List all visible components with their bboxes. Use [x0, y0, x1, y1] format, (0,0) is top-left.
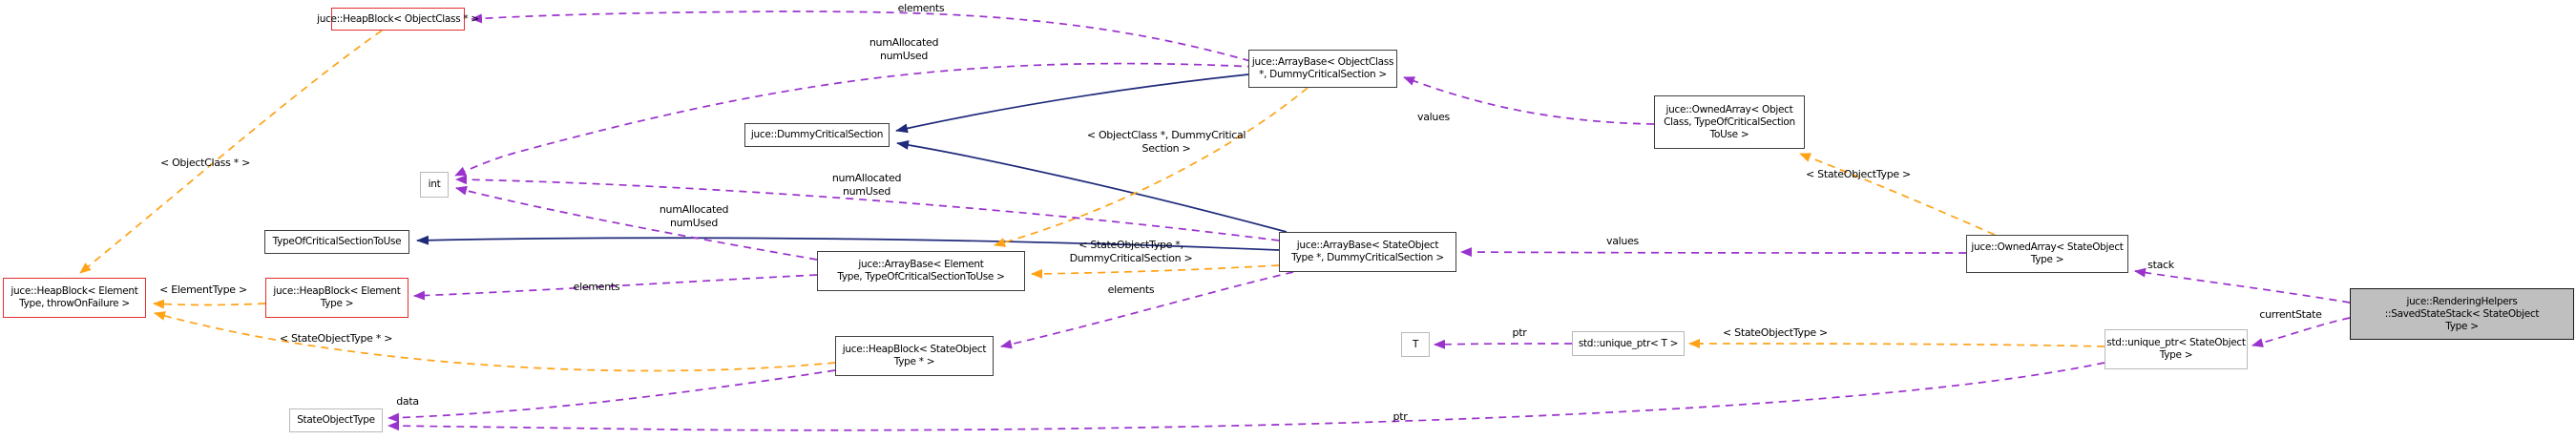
edge-arraybase-objectclass-to-heapblock-objectclass [471, 10, 1251, 62]
edge-heapblock-stateobjecttype-ptr-to-heapblock-elementtype-throwonfailure [154, 311, 836, 372]
edge-arraybase-stateobjecttype-to-arraybase-elementtype [1031, 264, 1280, 279]
class-node-label: Type *, DummyCriticalSection > [1291, 252, 1444, 263]
edge-label: < ElementType > [159, 283, 247, 296]
edge-arraybase-stateobjecttype-to-dummycriticalsection [896, 139, 1288, 233]
class-node-label: juce::ArrayBase< ObjectClass [1251, 56, 1394, 68]
class-node-label: juce::OwnedArray< Object [1665, 103, 1793, 115]
class-node-label: juce::HeapBlock< Element [10, 285, 138, 297]
edge-arraybase-elementtype-to-heapblock-elementtype [413, 274, 818, 301]
edge-unique-ptr-t-to-t [1434, 339, 1573, 349]
edge-label: numAllocated [659, 203, 729, 216]
edge-label: ptr [1512, 326, 1527, 339]
edge-label: < StateObjectType > [1806, 168, 1911, 180]
class-node-label: ToUse > [1709, 128, 1749, 140]
class-node-label: Type, TypeOfCriticalSectionToUse > [837, 271, 1005, 283]
edge-label: elements [1107, 283, 1155, 296]
edge-heapblock-objectclass-to-heapblock-elementtype-throwonfailure [79, 30, 383, 274]
class-node-t: T [1401, 332, 1430, 357]
edge-label: DummyCriticalSection > [1069, 252, 1193, 264]
edge-label: < StateObjectType > [1723, 326, 1828, 339]
class-node-label: juce::HeapBlock< StateObject [842, 344, 987, 355]
class-node-label: std::unique_ptr< T > [1578, 337, 1679, 349]
class-node-label: T [1412, 338, 1419, 350]
edge-label: numUsed [879, 50, 929, 62]
edge-label: elements [573, 281, 620, 293]
edge-label: values [1417, 111, 1450, 123]
edge-arraybase-elementtype-to-int [455, 185, 818, 261]
edge-label: < ObjectClass *, DummyCritical [1086, 129, 1246, 141]
edge-label: numUsed [842, 185, 891, 198]
edge-arraybase-stateobjecttype-to-typeofcriticalsectiontouse [416, 235, 1280, 251]
edge-arraybase-objectclass-to-dummycriticalsection [895, 73, 1249, 134]
class-node-dummycriticalsection[interactable]: juce::DummyCriticalSection [744, 123, 890, 147]
class-node-arraybase-objectclass[interactable]: juce::ArrayBase< ObjectClass*, DummyCrit… [1248, 50, 1397, 88]
edge-label: stack [2147, 259, 2174, 271]
class-node-label: juce::DummyCriticalSection [750, 129, 884, 140]
edge-heapblock-elementtype-to-heapblock-elementtype-throwonfailure [153, 299, 266, 309]
class-node-label: juce::RenderingHelpers [2406, 295, 2518, 307]
class-node-label: Type > [320, 298, 354, 309]
edge-label: numUsed [669, 217, 719, 229]
class-node-label: juce::ArrayBase< StateObject [1296, 240, 1439, 251]
edge-label: data [396, 395, 419, 408]
class-node-stateobjecttype: StateObjectType [289, 409, 383, 432]
class-node-label: Class, TypeOfCriticalSection [1664, 115, 1795, 128]
edge-unique-ptr-stateobjecttype-to-unique-ptr-t [1688, 339, 2105, 349]
edge-label: Section > [1141, 142, 1191, 155]
edge-arraybase-objectclass-to-arraybase-elementtype [994, 87, 1309, 247]
edge-label: numAllocated [869, 36, 939, 49]
edge-label: < StateObjectType *, [1079, 239, 1183, 251]
class-node-label: std::unique_ptr< StateObject [2106, 337, 2246, 348]
class-node-label: juce::HeapBlock< Element [273, 285, 401, 297]
edge-saved-state-stack-to-ownedarray-stateobjecttype [2134, 267, 2351, 304]
edge-ownedarray-stateobjecttype-to-ownedarray-objectclass [1799, 153, 1996, 236]
class-node-label: TypeOfCriticalSectionToUse [272, 236, 402, 247]
edge-arraybase-stateobjecttype-to-int [455, 175, 1280, 241]
class-node-label: juce::HeapBlock< ObjectClass * > [317, 12, 479, 25]
class-node-label: Type > [2445, 320, 2479, 332]
class-node-label: *, DummyCriticalSection > [1259, 69, 1387, 80]
class-node-label: Type, throwOnFailure > [19, 298, 130, 309]
class-node-label: int [428, 178, 441, 190]
class-node-label: juce::ArrayBase< Element [858, 259, 984, 270]
edge-label: ptr [1393, 410, 1408, 423]
edge-label: < ObjectClass * > [159, 157, 251, 169]
class-node-label: Type > [2030, 254, 2064, 265]
edge-arraybase-objectclass-to-int [454, 62, 1256, 177]
class-node-heapblock-objectclass[interactable]: juce::HeapBlock< ObjectClass * > [317, 8, 479, 31]
edge-arraybase-stateobjecttype-to-heapblock-stateobjecttype-ptr [1000, 271, 1294, 349]
edge-ownedarray-stateobjecttype-to-arraybase-stateobjecttype [1460, 247, 1967, 258]
edge-label: values [1606, 235, 1639, 247]
class-node-label: juce::OwnedArray< StateObject [1971, 241, 2124, 253]
class-node-unique-ptr-t: std::unique_ptr< T > [1572, 331, 1685, 356]
edge-ownedarray-objectclass-to-arraybase-objectclass [1403, 76, 1655, 125]
edge-label: currentState [2259, 308, 2322, 321]
class-node-label: Type * > [893, 356, 935, 367]
class-node-saved-state-stack: juce::RenderingHelpers::SavedStateStack<… [2350, 288, 2574, 340]
edge-label: numAllocated [831, 172, 902, 184]
class-node-typeofcriticalsectiontouse[interactable]: TypeOfCriticalSectionToUse [264, 230, 409, 254]
edge-heapblock-stateobjecttype-ptr-to-stateobjecttype [387, 369, 836, 423]
edge-label: < StateObjectType * > [279, 332, 393, 345]
class-node-label: Type > [2159, 349, 2193, 361]
edge-label: elements [897, 2, 945, 14]
class-node-label: ::SavedStateStack< StateObject [2384, 307, 2540, 320]
class-node-int: int [420, 172, 449, 198]
class-node-label: StateObjectType [297, 414, 375, 426]
edge-saved-state-stack-to-unique-ptr-stateobjecttype [2251, 317, 2351, 347]
